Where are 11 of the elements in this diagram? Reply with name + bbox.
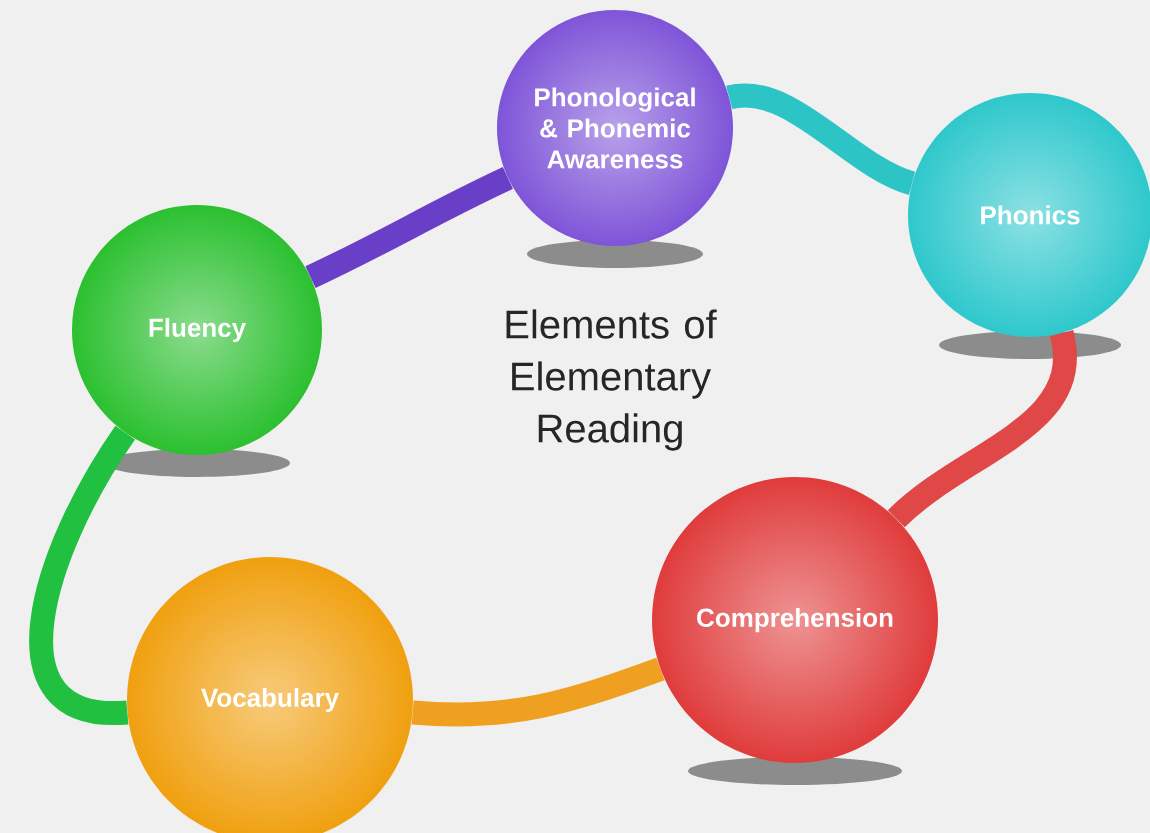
sphere: Vocabulary bbox=[201, 687, 339, 713]
node-label: Fluency bbox=[149, 317, 246, 343]
band bbox=[411, 657, 665, 727]
node-label: Comprehension bbox=[697, 607, 893, 633]
node-label: Phonics bbox=[981, 205, 1080, 225]
title: Elements of Elementary Reading bbox=[506, 309, 717, 451]
band bbox=[305, 167, 514, 288]
band bbox=[888, 331, 1077, 528]
band bbox=[727, 83, 916, 195]
band bbox=[29, 426, 136, 725]
node-label: Phonological & Phonemic Awareness bbox=[535, 87, 695, 169]
